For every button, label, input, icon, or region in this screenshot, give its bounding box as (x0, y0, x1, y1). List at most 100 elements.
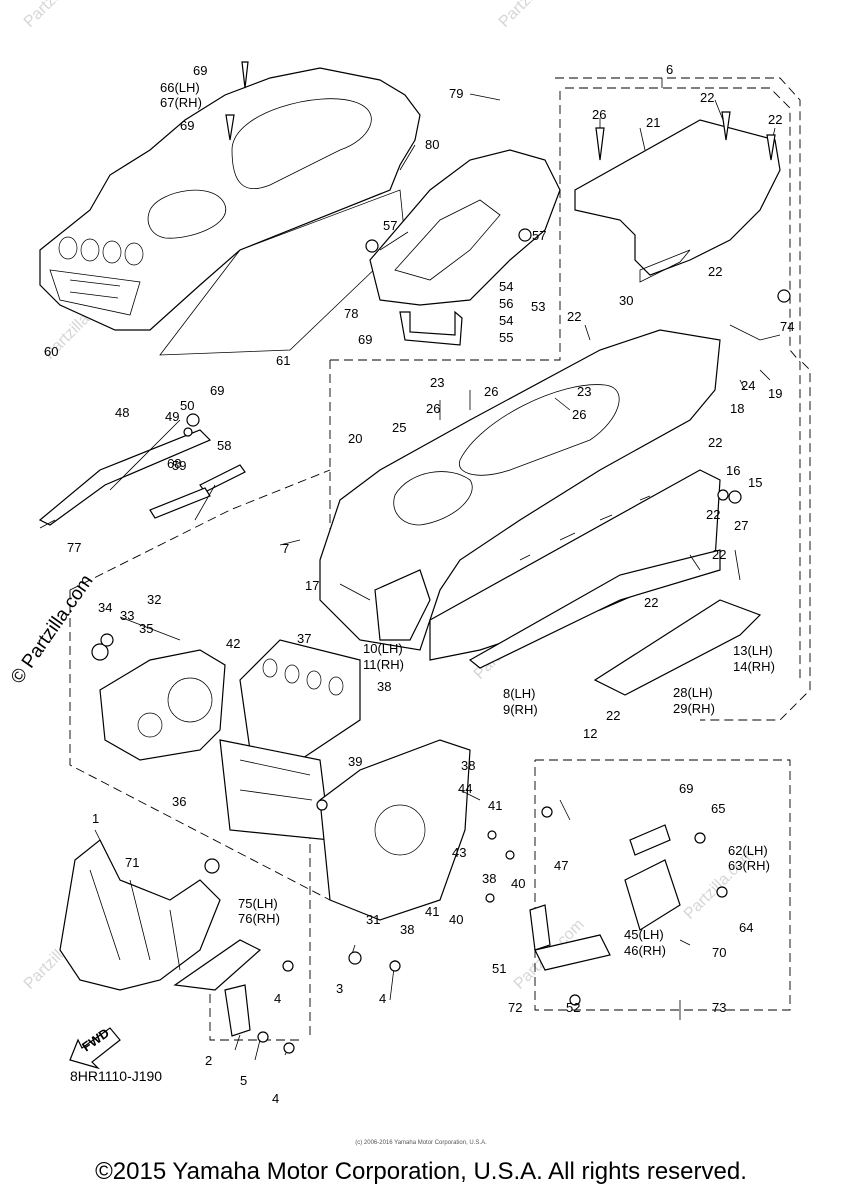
callout-24: 24 (741, 378, 755, 393)
collar-icon (348, 951, 362, 965)
callout-26: 26 (426, 401, 440, 416)
callout-25: 25 (392, 420, 406, 435)
callout-73: 73 (712, 1000, 726, 1015)
callout-72: 72 (508, 1000, 522, 1015)
callout-34: 34 (98, 600, 112, 615)
callout-37: 37 (297, 631, 311, 646)
callout-68: 68 (167, 456, 181, 471)
callout-45: 45(LH) (624, 927, 664, 942)
callout-22: 22 (768, 112, 782, 127)
callout-69: 69 (210, 383, 224, 398)
callout-64: 64 (739, 920, 753, 935)
callout-5: 5 (240, 1073, 247, 1088)
callout-53: 53 (531, 299, 545, 314)
rivet-icon (595, 127, 605, 161)
callout-63: 63(RH) (728, 858, 770, 873)
washer-icon (183, 427, 193, 437)
callout-44: 44 (458, 781, 472, 796)
bulkhead (99, 569, 471, 921)
small-copyright: (c) 2006-2016 Yamaha Motor Corporation, … (355, 1140, 487, 1146)
callout-7: 7 (282, 541, 289, 556)
running-board (468, 549, 762, 696)
callout-69: 69 (679, 781, 693, 796)
callout-67: 67(RH) (160, 95, 202, 110)
fwd-arrow-icon: FWD (69, 1025, 121, 1070)
washer-icon (487, 830, 497, 840)
callout-3: 3 (336, 981, 343, 996)
callout-9: 9(RH) (503, 702, 538, 717)
rear-bracket (529, 824, 681, 971)
bolt-icon (569, 994, 581, 1006)
callout-11: 11(RH) (363, 657, 404, 672)
callout-22: 22 (712, 547, 726, 562)
callout-57: 57 (383, 218, 397, 233)
washer-icon (717, 489, 729, 501)
bolt-icon (389, 960, 401, 972)
callout-40: 40 (511, 876, 525, 891)
callout-10: 10(LH) (363, 641, 403, 656)
rivet-icon (721, 111, 731, 141)
callout-74: 74 (780, 319, 794, 334)
callout-23: 23 (430, 375, 444, 390)
callout-46: 46(RH) (624, 943, 666, 958)
callout-58: 58 (217, 438, 231, 453)
callout-18: 18 (730, 401, 744, 416)
callout-4: 4 (274, 991, 281, 1006)
callout-31: 31 (366, 912, 380, 927)
front-tunnel-cover (369, 149, 561, 346)
callout-29: 29(RH) (673, 701, 715, 716)
callout-59: 59 (172, 458, 186, 473)
callout-12: 12 (583, 726, 597, 741)
washer-icon (257, 1031, 269, 1043)
watermark-text: Partzilla.com (21, 0, 98, 31)
watermark-text: Partzilla.com (496, 0, 573, 31)
bolt-icon (716, 886, 728, 898)
bolt-icon (485, 893, 495, 903)
callout-66: 66(LH) (160, 80, 200, 95)
callout-17: 17 (305, 578, 319, 593)
copyright-notice: ©2015 Yamaha Motor Corporation, U.S.A. A… (95, 1158, 747, 1185)
side-watermark: © Partzilla.com (7, 571, 98, 688)
callout-22: 22 (700, 90, 714, 105)
callout-52: 52 (566, 1000, 580, 1015)
bushing-icon (91, 643, 109, 661)
callout-71: 71 (125, 855, 139, 870)
bearing-icon (100, 633, 114, 647)
callout-60: 60 (44, 344, 58, 359)
rear-flap-plate (574, 119, 781, 283)
callout-54: 54 (499, 279, 513, 294)
callout-38: 38 (461, 758, 475, 773)
callout-22: 22 (567, 309, 581, 324)
callout-40: 40 (449, 912, 463, 927)
callout-labels: 1 2 3 4 4 4 5 6 7 8(LH) 9(RH) 10(LH) 11(… (44, 62, 794, 1106)
callout-69: 69 (193, 63, 207, 78)
callout-80: 80 (425, 137, 439, 152)
callout-28: 28(LH) (673, 685, 713, 700)
callout-26: 26 (484, 384, 498, 399)
callout-62: 62(LH) (728, 843, 768, 858)
grommet-icon (204, 858, 220, 874)
callout-42: 42 (226, 636, 240, 651)
bolt-icon (186, 413, 200, 427)
callout-43: 43 (452, 845, 466, 860)
callout-56: 56 (499, 296, 513, 311)
callout-78: 78 (344, 306, 358, 321)
callout-41: 41 (425, 904, 439, 919)
callout-14: 14(RH) (733, 659, 775, 674)
callout-39: 39 (348, 754, 362, 769)
callout-22: 22 (708, 435, 722, 450)
bolt-icon (694, 832, 706, 844)
callout-47: 47 (554, 858, 568, 873)
nut-icon (518, 228, 532, 242)
callout-36: 36 (172, 794, 186, 809)
callout-51: 51 (492, 961, 506, 976)
bolt-icon (282, 960, 294, 972)
callout-19: 19 (768, 386, 782, 401)
callout-49: 49 (165, 409, 179, 424)
callout-38: 38 (482, 871, 496, 886)
callout-38: 38 (400, 922, 414, 937)
front-frame (59, 839, 262, 1037)
bars (38, 429, 246, 526)
callout-69: 69 (358, 332, 372, 347)
